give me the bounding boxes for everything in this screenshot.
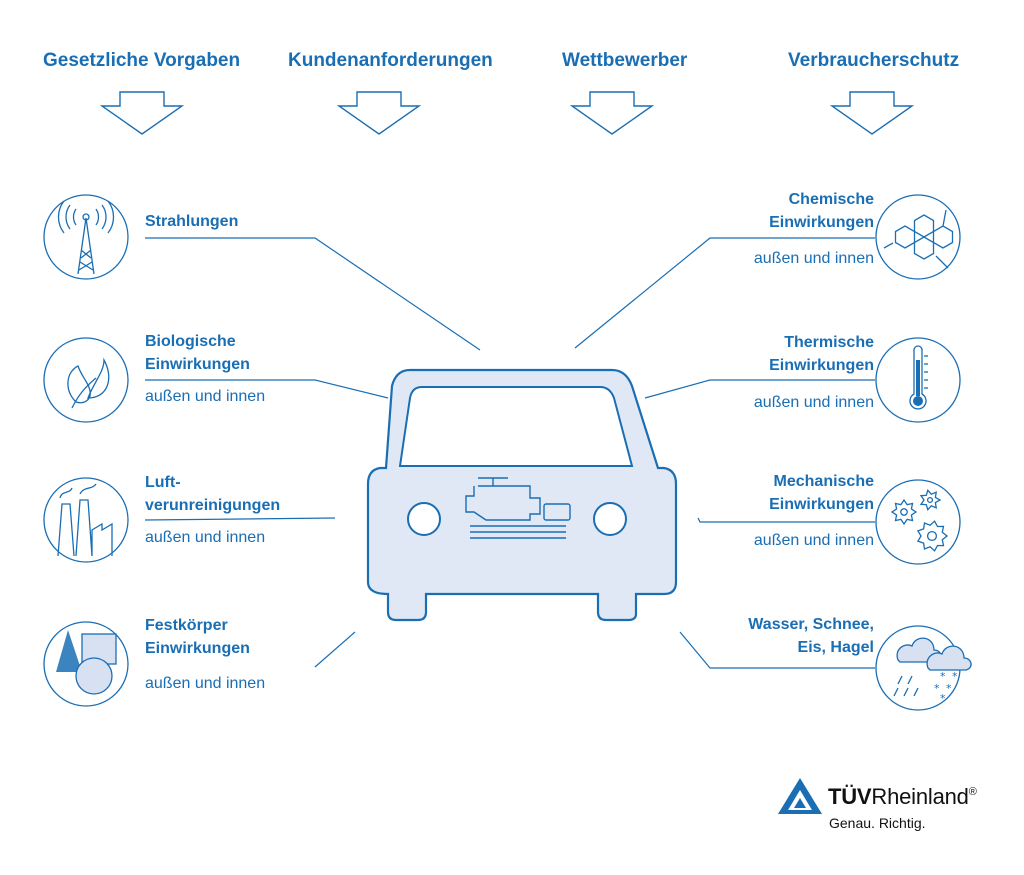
leaf-icon — [43, 337, 129, 423]
svg-text:*: * — [940, 692, 946, 705]
header-customer: Kundenanforderungen — [288, 50, 493, 71]
gears-icon — [875, 479, 961, 565]
down-arrow-icon — [336, 91, 422, 135]
connector-line — [697, 517, 875, 523]
connector-line — [314, 631, 356, 668]
molecule-icon — [875, 194, 961, 280]
headlight-left — [407, 502, 441, 536]
svg-text:*: * — [952, 670, 958, 683]
windshield — [398, 386, 634, 467]
header-legal: Gesetzliche Vorgaben — [43, 50, 241, 71]
svg-text:*: * — [934, 682, 940, 695]
connector-line — [679, 631, 875, 669]
sub-solid: außen und innen — [145, 675, 266, 692]
connector-line — [145, 237, 481, 351]
svg-text:*: * — [946, 682, 952, 695]
connector-line — [644, 379, 875, 399]
radio-tower-icon — [43, 194, 129, 280]
sub-air-pollution: außen und innen — [145, 529, 266, 546]
label-radiation: Strahlungen — [145, 213, 239, 230]
down-arrow-icon — [829, 91, 915, 135]
label-air-pollution: Luft-verunreinigungen — [145, 474, 281, 514]
connector-line — [574, 237, 875, 349]
shapes-icon — [43, 621, 129, 707]
headlight-right — [593, 502, 627, 536]
sub-thermal: außen und innen — [753, 394, 874, 411]
engine-icon — [465, 477, 571, 539]
down-arrow-icon — [569, 91, 655, 135]
weather-icon: ***** — [875, 625, 972, 711]
factory-icon — [43, 477, 129, 563]
tuv-logo-icon — [778, 778, 822, 814]
down-arrow-icon — [99, 91, 185, 135]
sub-mechanical: außen und innen — [753, 532, 874, 549]
sub-biological: außen und innen — [145, 388, 266, 405]
label-water: Wasser, Schnee,Eis, Hagel — [748, 616, 874, 656]
svg-text:*: * — [940, 670, 946, 683]
connector-line — [145, 379, 389, 399]
brand-name: TÜVRheinland® — [828, 784, 977, 809]
header-competitors: Wettbewerber — [562, 50, 688, 71]
brand-tagline: Genau. Richtig. — [829, 815, 926, 831]
car-icon — [366, 368, 678, 622]
thermometer-icon — [875, 337, 961, 423]
connector-line — [144, 517, 336, 521]
sub-chemical: außen und innen — [753, 250, 874, 267]
header-consumer: Verbraucherschutz — [788, 50, 960, 71]
